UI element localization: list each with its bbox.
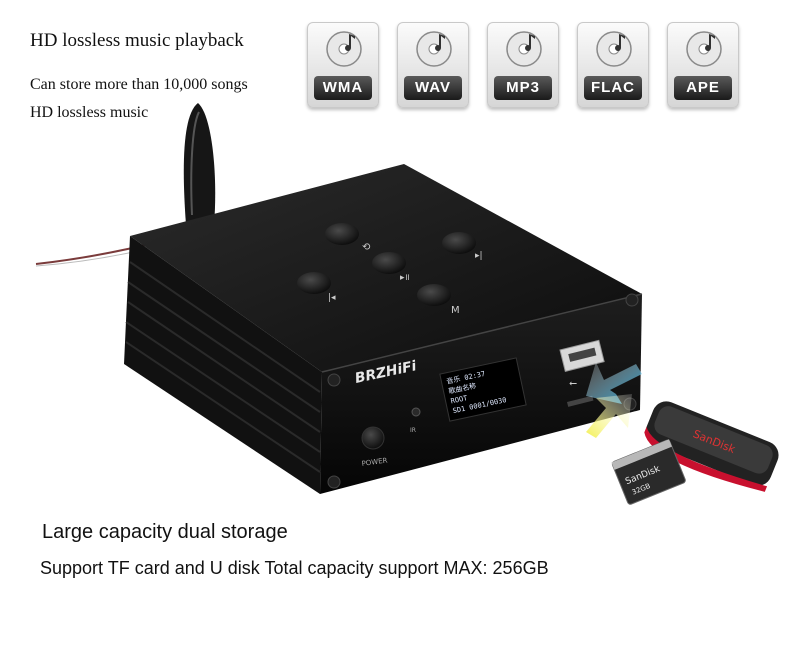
- mode-label: M: [451, 305, 460, 316]
- format-badge-wav: WAV: [397, 22, 469, 108]
- repeat-icon: ⟲: [362, 242, 371, 253]
- music-disc-icon: [506, 31, 542, 67]
- format-label: FLAC: [584, 76, 642, 100]
- format-badge-flac: FLAC: [577, 22, 649, 108]
- storage-detail: Support TF card and U disk Total capacit…: [40, 558, 549, 578]
- next-icon: ▸|: [475, 251, 483, 261]
- top-control-button-next[interactable]: ▸|: [442, 232, 483, 261]
- format-badge-wma: WMA: [307, 22, 379, 108]
- format-badge-mp3: MP3: [487, 22, 559, 108]
- format-label: MP3: [494, 76, 552, 100]
- screw: [327, 475, 341, 489]
- music-disc-icon: [596, 31, 632, 67]
- tf-card-slot: [567, 395, 594, 407]
- screw: [327, 373, 341, 387]
- format-label: WMA: [314, 76, 372, 100]
- display-line: ROOT: [450, 394, 469, 405]
- top-control-button-mode[interactable]: M: [417, 284, 460, 316]
- power-button[interactable]: [361, 426, 385, 450]
- arrow-to-usb: [586, 362, 642, 404]
- storage-title: Large capacity dual storage: [42, 521, 288, 543]
- device-side-panel: [124, 236, 322, 494]
- music-disc-icon: [686, 31, 722, 67]
- previous-icon: |◂: [328, 293, 336, 303]
- oled-display: 音乐 02:37 歌曲名称 ROOT SD1 0001/0030: [439, 357, 527, 422]
- format-label: WAV: [404, 76, 462, 100]
- front-edge-highlight: [321, 293, 643, 373]
- ir-sensor: [411, 407, 421, 417]
- antenna-highlight: [190, 111, 200, 216]
- main-title: HD lossless music playback: [30, 30, 244, 51]
- format-badge-ape: APE: [667, 22, 739, 108]
- lossless-caption: HD lossless music: [30, 104, 149, 121]
- screw: [625, 293, 639, 307]
- music-disc-icon: [326, 31, 362, 67]
- heatsink-fins: [125, 261, 321, 473]
- usb-symbol-icon: ⭠: [569, 378, 577, 389]
- arrow-to-tf: [586, 394, 632, 438]
- antenna: [183, 103, 216, 225]
- usb-port: [559, 339, 605, 372]
- tf-card: SanDisk 32GB: [611, 439, 686, 505]
- play-pause-icon: ▸॥: [400, 273, 410, 283]
- music-disc-icon: [416, 31, 452, 67]
- usb-flash-drive: SanDisk: [644, 401, 779, 492]
- top-control-button-play-pause[interactable]: ▸॥: [372, 252, 410, 283]
- power-label: POWER: [361, 456, 388, 468]
- top-control-button-repeat[interactable]: ⟲: [325, 223, 371, 253]
- ir-label: IR: [410, 427, 416, 434]
- top-control-button-previous[interactable]: |◂: [297, 272, 336, 303]
- format-label: APE: [674, 76, 732, 100]
- store-caption: Can store more than 10,000 songs: [30, 76, 248, 93]
